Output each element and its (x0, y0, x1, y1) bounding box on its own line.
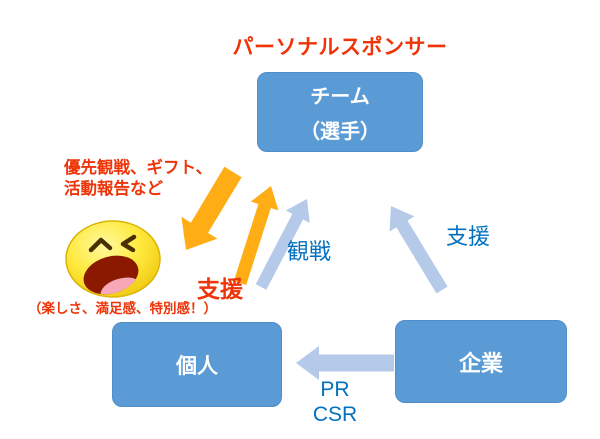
pr-csr-label: PR CSR (300, 377, 370, 427)
benefits-annotation: 優先観戦、ギフト、 活動報告など (64, 158, 212, 200)
node-team: チーム （選手） (257, 72, 423, 152)
fan-support-label: 支援 (197, 276, 243, 302)
node-individual: 個人 (112, 322, 282, 407)
csr-label: CSR (312, 403, 358, 426)
benefits-line2: 活動報告など (64, 180, 163, 198)
emoji-left-eye (88, 237, 113, 253)
node-company-label: 企業 (458, 350, 503, 376)
node-team-sublabel: （選手） (300, 121, 380, 143)
company-support-label: 支援 (446, 224, 491, 249)
watch-label: 観戦 (287, 239, 332, 264)
arrow-company-support (389, 206, 448, 294)
arrow-company-pr (296, 346, 394, 380)
benefits-line1: 優先観戦、ギフト、 (64, 159, 213, 177)
pr-label: PR (320, 378, 350, 401)
emoji-right-eye (120, 234, 137, 253)
node-individual-label: 個人 (176, 354, 218, 378)
diagram-title: パーソナルスポンサー (232, 36, 448, 59)
feelings-annotation: （楽しさ、満足感、特別感！） (28, 301, 217, 316)
node-company: 企業 (395, 320, 567, 403)
node-team-label: チーム (310, 86, 370, 108)
laughing-face-icon (65, 220, 161, 301)
